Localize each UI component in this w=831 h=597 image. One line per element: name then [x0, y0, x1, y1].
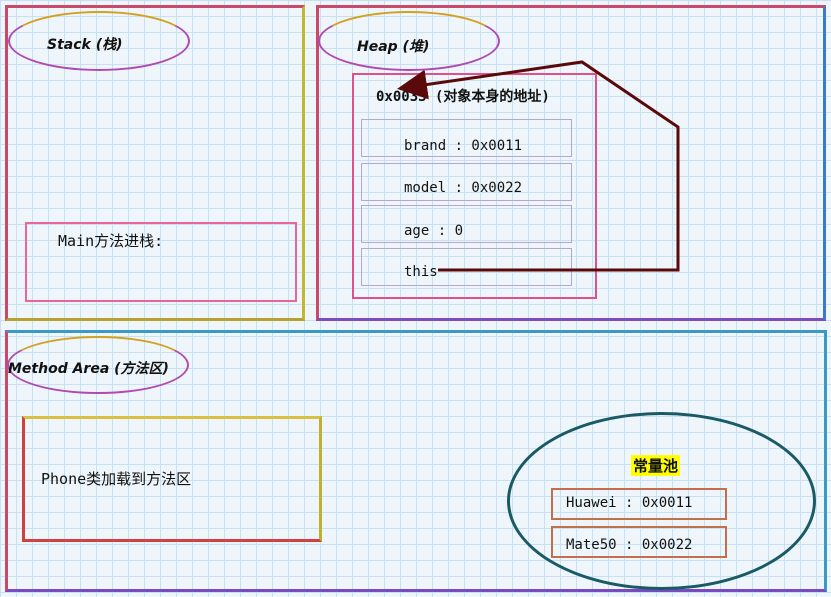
constant-huawei: Huawei : 0x0011: [566, 495, 693, 511]
heap-title: Heap (堆): [357, 39, 430, 55]
method-area-panel: [5, 330, 827, 592]
stack-panel: [5, 5, 305, 321]
method-area-title: Method Area (方法区): [8, 361, 169, 377]
field-this: this: [404, 264, 438, 280]
heap-object-box: [352, 73, 597, 299]
field-box-this: [361, 248, 572, 286]
field-box-model: [361, 163, 572, 201]
method-area-title-ellipse: [7, 336, 189, 394]
field-box-age: [361, 205, 572, 243]
field-age: age : 0: [404, 223, 464, 239]
constant-mate50: Mate50 : 0x0022: [566, 537, 693, 553]
constant-pool-ellipse: [507, 412, 816, 590]
field-model: model : 0x0022: [404, 180, 523, 196]
stack-title-ellipse: [8, 11, 190, 71]
main-method-label: Main方法进栈:: [58, 232, 164, 250]
main-method-box: [25, 222, 297, 302]
field-brand: brand : 0x0011: [404, 138, 523, 154]
field-box-brand: [361, 119, 572, 157]
heap-panel: [316, 5, 826, 321]
phone-class-label: Phone类加载到方法区: [41, 470, 192, 488]
stack-title: Stack (栈): [47, 37, 123, 53]
constant-box-mate50: [551, 526, 727, 558]
phone-class-box: [22, 416, 322, 542]
constant-pool-title: 常量池: [631, 455, 681, 476]
constant-box-huawei: [551, 488, 727, 520]
